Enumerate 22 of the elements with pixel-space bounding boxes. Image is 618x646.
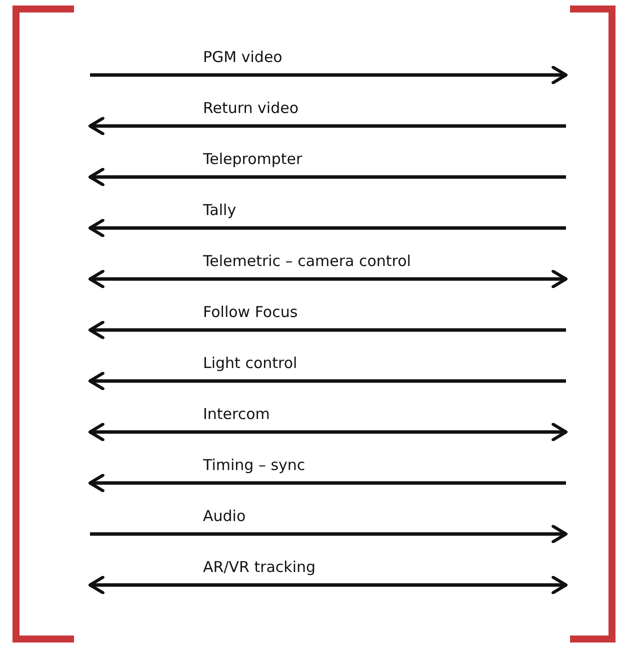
arrow [90, 66, 568, 84]
arrow [88, 474, 566, 492]
edge-label: Intercom [203, 405, 270, 423]
edge-label: Teleprompter [203, 150, 302, 168]
edge-label: Follow Focus [203, 303, 298, 321]
edge-label: Audio [203, 507, 246, 525]
arrow [88, 372, 566, 390]
edge-label: Return video [203, 99, 299, 117]
arrow [88, 576, 568, 594]
arrow [90, 524, 568, 544]
edge-label: Timing – sync [203, 456, 306, 474]
edge-label: Tally [203, 201, 236, 219]
arrow [88, 320, 566, 340]
arrow [88, 218, 566, 238]
arrow [88, 168, 566, 186]
arrow [88, 422, 568, 442]
edge-label: AR/VR tracking [203, 558, 316, 576]
edge-label: PGM video [203, 48, 282, 66]
edge-label: Light control [203, 354, 298, 372]
arrow [88, 270, 568, 288]
arrow [88, 116, 566, 136]
edge-label: Telemetric – camera control [203, 252, 411, 270]
